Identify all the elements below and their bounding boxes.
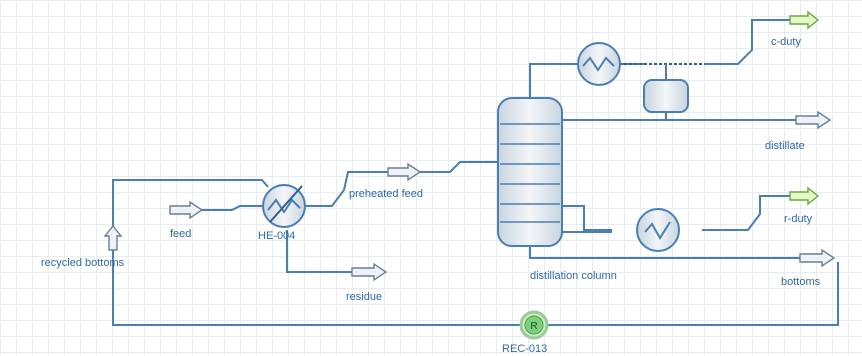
recycle-symbol: R (530, 321, 537, 332)
bottoms-label: bottoms (781, 276, 821, 288)
residue-line[interactable] (286, 230, 352, 273)
heat-exchanger-icon[interactable] (262, 184, 306, 228)
preheated-feed-stream-icon[interactable] (387, 162, 422, 182)
recycled-bottoms-stream-icon[interactable] (103, 224, 123, 251)
stream-lines (112, 63, 839, 326)
recycle-icon[interactable] (519, 310, 549, 340)
r-duty-line[interactable] (702, 195, 790, 231)
he-004-label: HE-004 (258, 230, 296, 242)
preheated-feed-label: preheated feed (349, 188, 424, 200)
reboiler-feed-line[interactable] (562, 205, 612, 231)
recycled-bottoms-label: recycled bottoms (41, 257, 125, 269)
recycled-bottoms-to-he-line[interactable] (112, 179, 269, 228)
residue-stream-icon[interactable] (351, 262, 388, 282)
distillate-label: distillate (765, 140, 805, 152)
preheated-feed-to-column-line[interactable] (420, 161, 497, 173)
c-duty-line[interactable] (705, 19, 790, 65)
r-duty-energy-icon[interactable] (789, 186, 820, 206)
residue-label: residue (346, 291, 383, 303)
reflux-drum-icon[interactable] (643, 64, 689, 113)
rec-013-label: REC-013 (502, 343, 548, 355)
bottoms-to-recycle-line[interactable] (548, 262, 839, 326)
c-duty-energy-icon[interactable] (789, 10, 820, 30)
distillation-column-icon[interactable] (497, 97, 563, 247)
reboiler-icon[interactable] (636, 208, 680, 252)
distillate-stream-icon[interactable] (795, 110, 832, 130)
distillation-column-label: distillation column (530, 270, 617, 282)
overhead-line[interactable] (529, 63, 577, 108)
r-duty-label: r-duty (784, 213, 813, 225)
c-duty-label: c-duty (771, 36, 801, 48)
he-outlet-line[interactable] (304, 171, 388, 207)
condenser-icon[interactable] (577, 42, 621, 86)
feed-label: feed (170, 228, 192, 240)
bottoms-stream-icon[interactable] (799, 248, 836, 268)
feed-stream-icon[interactable] (169, 200, 204, 220)
recycle-return-line[interactable] (112, 250, 520, 326)
feed-line[interactable] (200, 205, 262, 211)
